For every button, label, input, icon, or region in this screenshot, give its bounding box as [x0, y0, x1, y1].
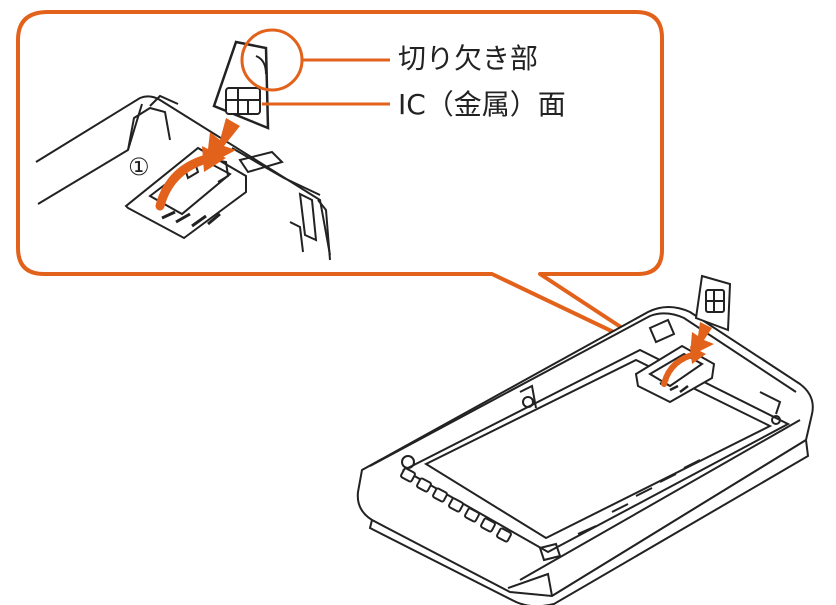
device-details	[401, 318, 782, 562]
callout-bubble	[16, 10, 670, 360]
notch-label: 切り欠き部	[398, 42, 538, 75]
device-sim-card	[694, 274, 732, 332]
notch-highlight	[240, 28, 390, 106]
sim-card-icon	[225, 87, 261, 115]
ic-side-label: IC（金属）面	[398, 88, 566, 121]
step-marker: ①	[128, 153, 150, 181]
device-rotate-arrow-icon	[661, 346, 706, 387]
rotate-arrow-icon	[155, 146, 226, 211]
device-body	[356, 306, 814, 605]
zoom-device-body	[35, 94, 331, 261]
device-connector-pins	[400, 467, 512, 543]
device-insert-arrow-icon	[690, 322, 714, 356]
zoom-sim-card	[212, 40, 270, 130]
